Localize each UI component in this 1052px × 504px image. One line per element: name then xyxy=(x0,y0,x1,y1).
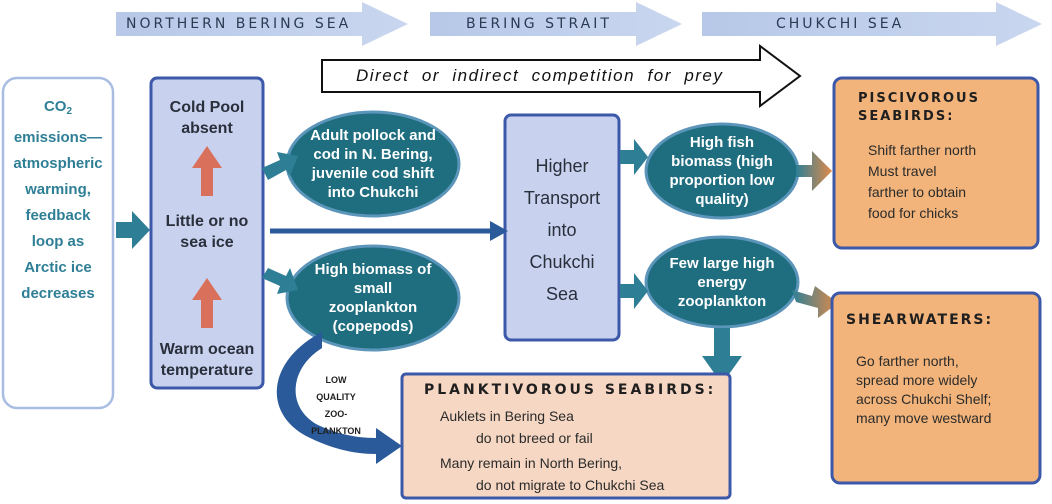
shearwaters-line: across Chukchi Shelf; xyxy=(856,391,992,407)
arrow-ice-to-transport xyxy=(490,221,508,241)
transport-text: Higher Transport into Chukchi Sea xyxy=(505,150,619,310)
transport-line: into xyxy=(547,220,577,240)
arrow-zooplankton-to-planktivorous xyxy=(702,328,742,384)
shearwaters-line: Go farther north, xyxy=(856,353,959,369)
transport-line: Chukchi xyxy=(529,252,595,272)
arrow-co2-to-conditions xyxy=(116,211,150,249)
region-arrow-bering-strait xyxy=(430,2,682,46)
competition-label: Direct or indirect competition for prey xyxy=(356,66,724,85)
low-quality-line: QUALITY xyxy=(316,392,356,402)
conditions-box xyxy=(149,76,265,390)
co2-heading: CO2 xyxy=(3,94,113,125)
high-fish-text: High fish biomass (high proportion low q… xyxy=(669,134,775,208)
planktivorous-line-1: Auklets in Bering Sea xyxy=(440,408,574,424)
co2-line: warming, xyxy=(25,181,91,198)
piscivorous-body: Shift farther north Must travel farther … xyxy=(868,140,976,224)
co2-line: atmospheric xyxy=(13,155,103,172)
oval-zooplankton-small xyxy=(285,244,461,352)
few-large-text: Few large high energy zooplankton xyxy=(669,254,775,310)
co2-line: Arctic ice xyxy=(24,259,92,276)
cold-pool-text: Cold Pool absent xyxy=(169,99,245,137)
transport-line: Higher xyxy=(535,156,589,176)
competition-arrow xyxy=(321,44,802,108)
arrow-transport-to-zooplankton xyxy=(620,273,648,309)
pollock-text: Adult pollock and cod in N. Bering, juve… xyxy=(310,127,436,201)
region-label-bering-strait: BERING STRAIT xyxy=(466,16,612,32)
piscivorous-title-line: PISCIVOROUS xyxy=(858,91,980,106)
low-quality-line: ZOO- xyxy=(324,409,348,419)
piscivorous-line: farther to obtain xyxy=(868,184,967,200)
planktivorous-box xyxy=(400,372,732,500)
piscivorous-title: PISCIVOROUS SEABIRDS: xyxy=(858,90,980,126)
co2-box xyxy=(1,76,115,410)
co2-subscript: 2 xyxy=(66,106,73,117)
low-quality-line: PLANKTON xyxy=(311,426,361,436)
warm-ocean-text: Warm ocean temperature xyxy=(159,341,255,379)
transport-line: Sea xyxy=(545,284,579,304)
shearwaters-body: Go farther north, spread more widely acr… xyxy=(856,352,991,428)
piscivorous-box xyxy=(832,76,1040,250)
co2-line: loop as xyxy=(31,233,85,250)
region-arrow-chukchi-sea xyxy=(702,2,1042,46)
up-arrow-red-2 xyxy=(192,278,222,328)
shearwaters-box xyxy=(830,291,1042,485)
piscivorous-line: food for chicks xyxy=(868,205,959,221)
low-quality-line: LOW xyxy=(325,375,347,385)
region-label-chukchi-sea: CHUKCHI SEA xyxy=(776,16,905,32)
sea-ice-text: Little or no sea ice xyxy=(165,213,249,251)
arrow-conditions-to-zooplankton xyxy=(262,268,298,294)
co2-text: CO2 emissions— atmospheric warming, feed… xyxy=(3,94,113,307)
arrow-transport-to-fish xyxy=(620,139,648,175)
planktivorous-line-4: do not migrate to Chukchi Sea xyxy=(476,477,665,493)
shearwaters-title: SHEARWATERS: xyxy=(846,312,994,328)
transport-line: Transport xyxy=(523,188,601,208)
planktivorous-title: PLANKTIVOROUS SEABIRDS: xyxy=(424,382,717,398)
transport-box xyxy=(503,113,621,342)
arrow-zooplankton-to-shearwaters xyxy=(792,286,838,318)
shearwaters-line: spread more widely xyxy=(856,372,978,388)
planktivorous-line-2: do not breed or fail xyxy=(476,430,593,446)
planktivorous-line-3: Many remain in North Bering, xyxy=(440,455,623,471)
region-arrow-northern-bering xyxy=(116,2,408,46)
oval-few-large xyxy=(644,235,800,329)
co2-line: decreases xyxy=(21,285,95,302)
piscivorous-line: Shift farther north xyxy=(868,142,977,158)
arrow-fish-to-piscivorous xyxy=(796,151,832,191)
shearwaters-line: many move westward xyxy=(856,410,992,426)
co2-line: feedback xyxy=(25,207,91,224)
piscivorous-line: Must travel xyxy=(868,163,937,179)
zooplankton-small-text: High biomass of small zooplankton (copep… xyxy=(314,261,432,335)
piscivorous-title-line: SEABIRDS: xyxy=(858,109,955,124)
up-arrow-red-1 xyxy=(192,146,222,196)
low-quality-label: LOW QUALITY ZOO- PLANKTON xyxy=(296,372,376,440)
region-label-northern-bering: NORTHERN BERING SEA xyxy=(126,16,352,32)
co2-main: CO xyxy=(43,98,67,115)
arrow-conditions-to-pollock xyxy=(262,152,298,180)
co2-line: emissions— xyxy=(13,129,103,146)
curve-low-quality-arrow xyxy=(276,332,402,464)
